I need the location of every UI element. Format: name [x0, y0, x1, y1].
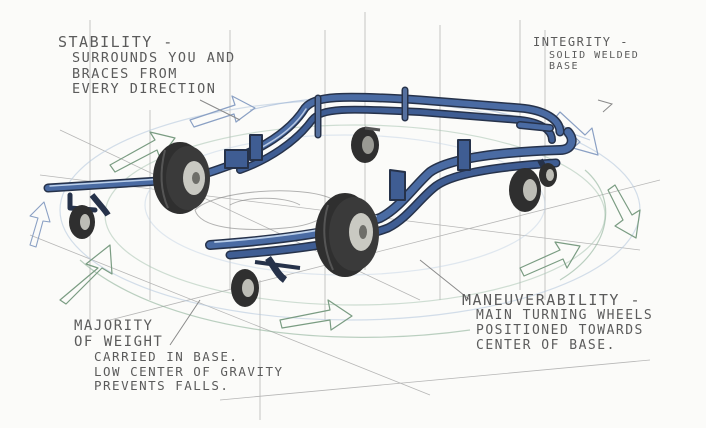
- annotation-weight-heading: Majority: [74, 318, 154, 334]
- right-main-wheel: [315, 193, 379, 277]
- arrow-left-up: [59, 244, 113, 305]
- annotation-integrity-line: Solid welded: [549, 49, 640, 61]
- frame-back-rails: [225, 86, 565, 174]
- annotation-maneuverability-heading: Maneuverability -: [462, 291, 642, 309]
- annotation-weight-line: of weight: [74, 334, 164, 351]
- left-main-wheel: [153, 142, 210, 214]
- arrow-right-bottom: [519, 241, 581, 277]
- annotation-maneuverability-line: positioned towards: [476, 323, 644, 339]
- left-front-caster: [69, 193, 111, 239]
- leader-lines: [169, 99, 614, 346]
- arrow-bottom: [279, 299, 353, 331]
- annotation-maneuverability: Maneuverability - Main turning wheels po…: [462, 291, 654, 354]
- rear-center-wheel: [351, 126, 381, 163]
- annotation-integrity-line: base: [549, 61, 580, 73]
- annotation-weight-line: carried in base.: [94, 349, 239, 365]
- annotation-maneuverability-line: center of base.: [476, 338, 616, 354]
- annotation-stability-line: Braces from: [72, 65, 178, 82]
- annotation-stability-heading: Stability -: [58, 33, 174, 51]
- annotation-stability-line: Surrounds you and: [72, 50, 236, 67]
- annotation-stability: Stability - Surrounds you and Braces fro…: [58, 33, 236, 98]
- annotation-integrity: Integrity - Solid welded base: [533, 35, 640, 73]
- annotation-weight-line: Low center of gravity: [94, 363, 284, 379]
- arrow-small-left: [29, 201, 51, 248]
- frame-right-rail: [205, 121, 577, 260]
- annotation-integrity-heading: Integrity -: [533, 35, 629, 49]
- arrow-back-left: [189, 95, 256, 128]
- annotation-stability-line: Every Direction: [72, 81, 217, 98]
- annotation-weight: Majority of weight carried in base. Low …: [74, 318, 284, 393]
- annotation-maneuverability-line: Main turning wheels: [476, 308, 654, 324]
- right-front-caster: [231, 255, 301, 307]
- right-rear-caster: [509, 158, 557, 212]
- annotation-weight-line: prevents falls.: [94, 377, 230, 393]
- arrow-far-right: [607, 184, 641, 239]
